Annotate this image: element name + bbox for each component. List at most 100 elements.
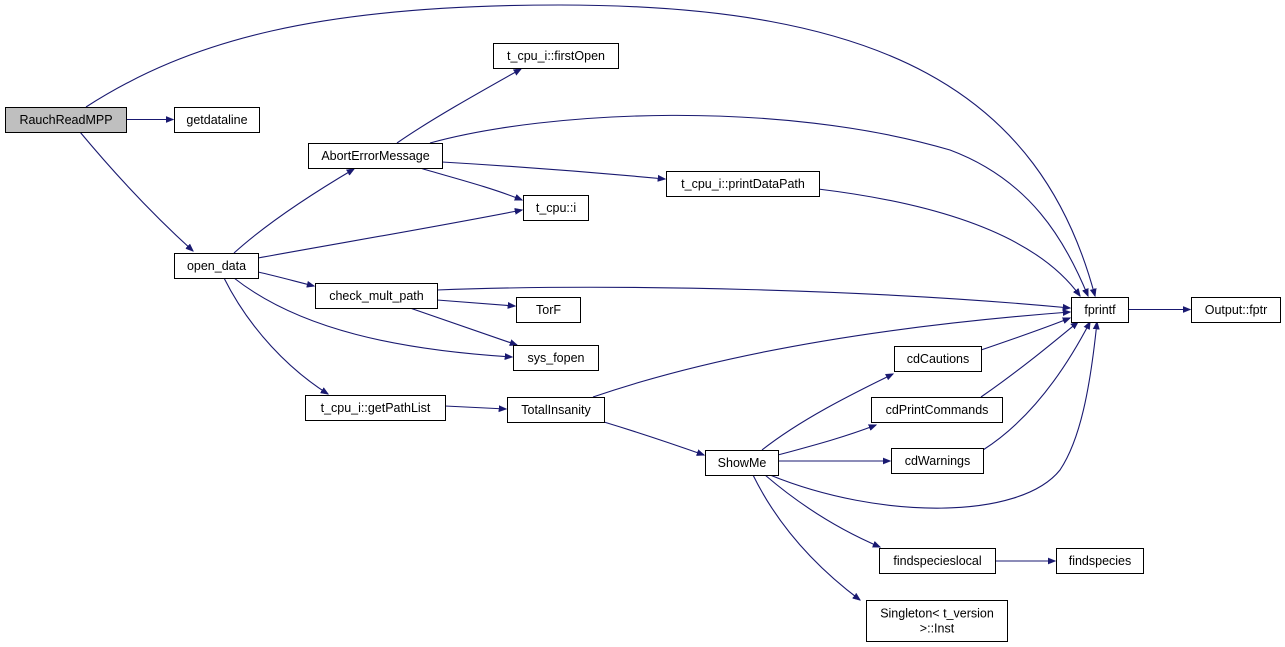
node-box: [894, 346, 982, 372]
node-box: [871, 397, 1003, 423]
node-label: open_data: [187, 259, 246, 273]
edge-line: [980, 322, 1078, 398]
edge-totalinsanity-to-fprintf: [592, 312, 1070, 398]
node-box: [866, 600, 1008, 642]
node-label: Singleton< t_version>::Inst: [880, 607, 994, 636]
node-rauch[interactable]: RauchReadMPP: [5, 107, 127, 133]
node-findspecieslocal[interactable]: findspecieslocal: [879, 548, 996, 574]
node-label: cdWarnings: [905, 454, 971, 468]
edge-line: [233, 277, 512, 357]
node-box: [516, 297, 581, 323]
node-open_data[interactable]: open_data: [174, 253, 259, 279]
edge-open_data-to-abort: [233, 169, 354, 254]
node-getpathlist[interactable]: t_cpu_i::getPathList: [305, 395, 446, 421]
node-label: getdataline: [186, 113, 247, 127]
node-label: TotalInsanity: [521, 403, 591, 417]
node-box: [513, 345, 599, 371]
node-sysfopen[interactable]: sys_fopen: [513, 345, 599, 371]
node-label: t_cpu_i::firstOpen: [507, 49, 605, 63]
node-box: [1191, 297, 1281, 323]
node-fprintf[interactable]: fprintf: [1071, 297, 1129, 323]
node-label: t_cpu::i: [536, 201, 576, 215]
edge-line: [257, 271, 314, 286]
node-box: [666, 171, 820, 197]
edge-open_data-to-sysfopen: [233, 277, 512, 357]
node-findspecies[interactable]: findspecies: [1056, 548, 1144, 574]
node-box: [705, 450, 779, 476]
edge-line: [257, 210, 522, 259]
node-box: [891, 448, 984, 474]
edge-rauch-to-fprintf: [85, 4, 1095, 296]
edge-line: [429, 114, 1089, 296]
node-label: cdCautions: [907, 352, 970, 366]
node-cdprint[interactable]: cdPrintCommands: [871, 397, 1003, 423]
edge-rauch-to-open_data: [79, 131, 193, 251]
node-box: [174, 253, 259, 279]
node-cdwarnings[interactable]: cdWarnings: [891, 448, 984, 474]
edge-line: [409, 307, 517, 345]
edge-abort-to-tcpui: [419, 167, 522, 201]
node-getdataline[interactable]: getdataline: [174, 107, 260, 133]
node-firstopen[interactable]: t_cpu_i::firstOpen: [493, 43, 619, 69]
node-label: check_mult_path: [329, 289, 424, 303]
edge-line: [769, 322, 1097, 509]
edge-checkmult-to-sysfopen: [409, 307, 517, 345]
edge-showme-to-cdprint: [777, 425, 876, 456]
edge-line: [752, 474, 860, 600]
edge-abort-to-fprintf: [429, 114, 1089, 296]
edge-totalinsanity-to-showme: [603, 421, 704, 455]
node-showme[interactable]: ShowMe: [705, 450, 779, 476]
node-label: AbortErrorMessage: [321, 149, 429, 163]
edge-abort-to-printdatapath: [441, 161, 665, 179]
node-printdatapath[interactable]: t_cpu_i::printDataPath: [666, 171, 820, 197]
edge-line: [79, 131, 193, 251]
edge-line: [444, 406, 506, 409]
node-box: [1056, 548, 1144, 574]
node-torf[interactable]: TorF: [516, 297, 581, 323]
node-box: [523, 195, 589, 221]
node-outputfptr[interactable]: Output::fptr: [1191, 297, 1281, 323]
edge-showme-to-cdcautions: [761, 374, 893, 451]
node-label: t_cpu_i::printDataPath: [681, 177, 805, 191]
node-box: [507, 397, 605, 423]
edge-cdcautions-to-fprintf: [980, 317, 1070, 351]
node-label: RauchReadMPP: [19, 113, 112, 127]
edge-getpathlist-to-totalinsanity: [444, 406, 506, 409]
node-checkmult[interactable]: check_mult_path: [315, 283, 438, 309]
edge-line: [396, 69, 521, 144]
node-label: cdPrintCommands: [886, 403, 989, 417]
edge-line: [980, 317, 1070, 351]
node-label: sys_fopen: [528, 351, 585, 365]
edge-line: [603, 421, 704, 455]
node-box: [308, 143, 443, 169]
edge-cdprint-to-fprintf: [980, 322, 1078, 398]
node-cdcautions[interactable]: cdCautions: [894, 346, 982, 372]
node-box: [315, 283, 438, 309]
node-box: [5, 107, 127, 133]
edge-line: [436, 286, 1070, 308]
node-box: [305, 395, 446, 421]
edge-line: [982, 322, 1090, 451]
edge-checkmult-to-fprintf: [436, 286, 1070, 308]
edge-printdatapath-to-fprintf: [817, 188, 1080, 296]
edge-line: [233, 169, 354, 254]
node-label: Output::fptr: [1205, 303, 1268, 317]
edge-layer: [79, 4, 1190, 600]
node-box: [493, 43, 619, 69]
edge-line: [592, 312, 1070, 398]
node-label: ShowMe: [718, 456, 767, 470]
edge-line: [223, 277, 328, 394]
node-label: t_cpu_i::getPathList: [321, 401, 431, 415]
edge-line: [436, 299, 515, 306]
node-label: findspecieslocal: [893, 554, 981, 568]
edge-showme-to-findspecieslocal: [764, 474, 880, 547]
node-singleton[interactable]: Singleton< t_version>::Inst: [866, 600, 1008, 642]
node-abort[interactable]: AbortErrorMessage: [308, 143, 443, 169]
edge-open_data-to-tcpui: [257, 210, 522, 259]
node-tcpui[interactable]: t_cpu::i: [523, 195, 589, 221]
node-label: TorF: [536, 303, 561, 317]
node-totalinsanity[interactable]: TotalInsanity: [507, 397, 605, 423]
edge-line: [764, 474, 880, 547]
edge-line: [419, 167, 522, 201]
